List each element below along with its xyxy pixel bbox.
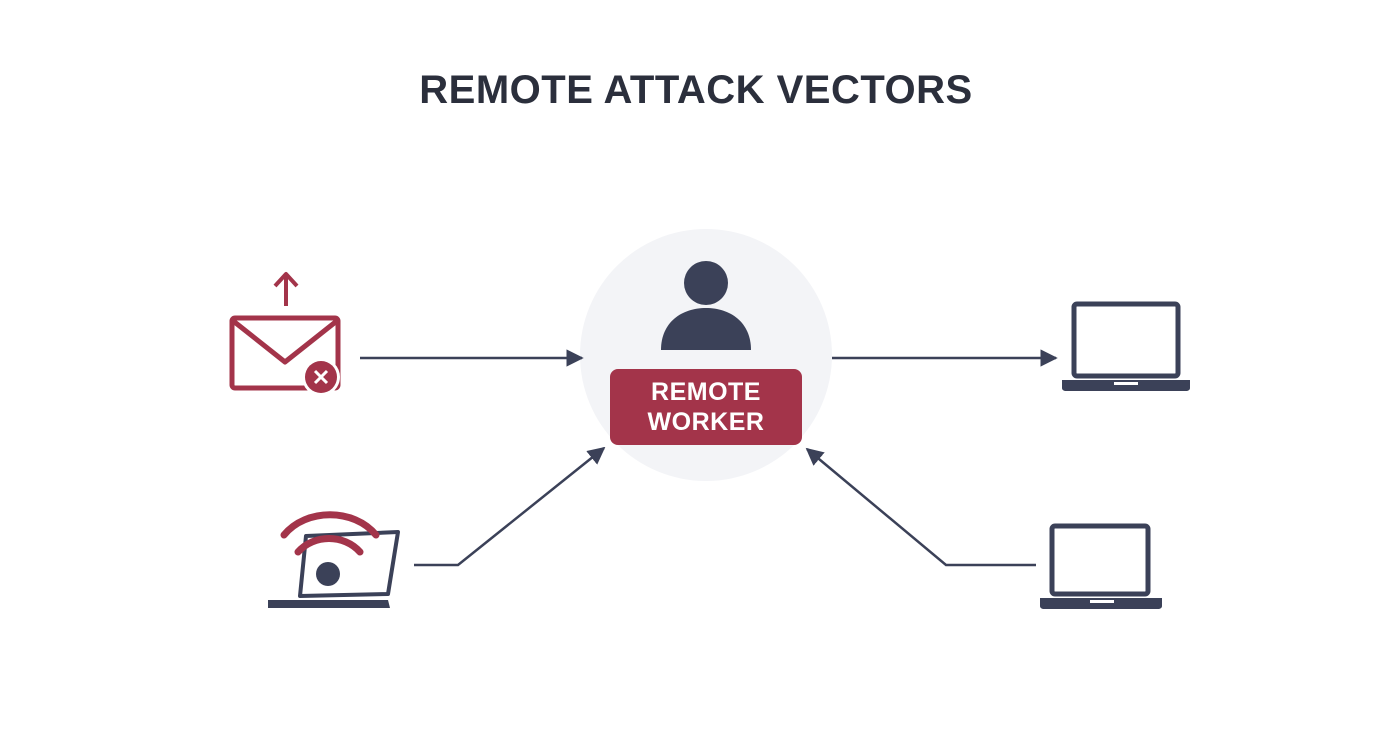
laptop-icon-top-right xyxy=(1062,301,1190,391)
arrow-wifi-to-worker xyxy=(414,446,606,567)
email-error-upload-icon xyxy=(229,272,341,396)
person-icon xyxy=(661,261,751,350)
diagram-title: REMOTE ATTACK VECTORS xyxy=(419,68,973,112)
arrow-device-bottom-to-worker xyxy=(805,447,1036,567)
laptop-icon-bottom-right xyxy=(1040,523,1162,609)
laptop-wifi-icon xyxy=(268,511,400,608)
remote-worker-label: REMOTE WORKER xyxy=(610,369,802,445)
remote-worker-label-line1: REMOTE xyxy=(651,378,761,406)
connector-arrows xyxy=(360,349,1058,567)
remote-worker-label-line2: WORKER xyxy=(647,408,765,436)
